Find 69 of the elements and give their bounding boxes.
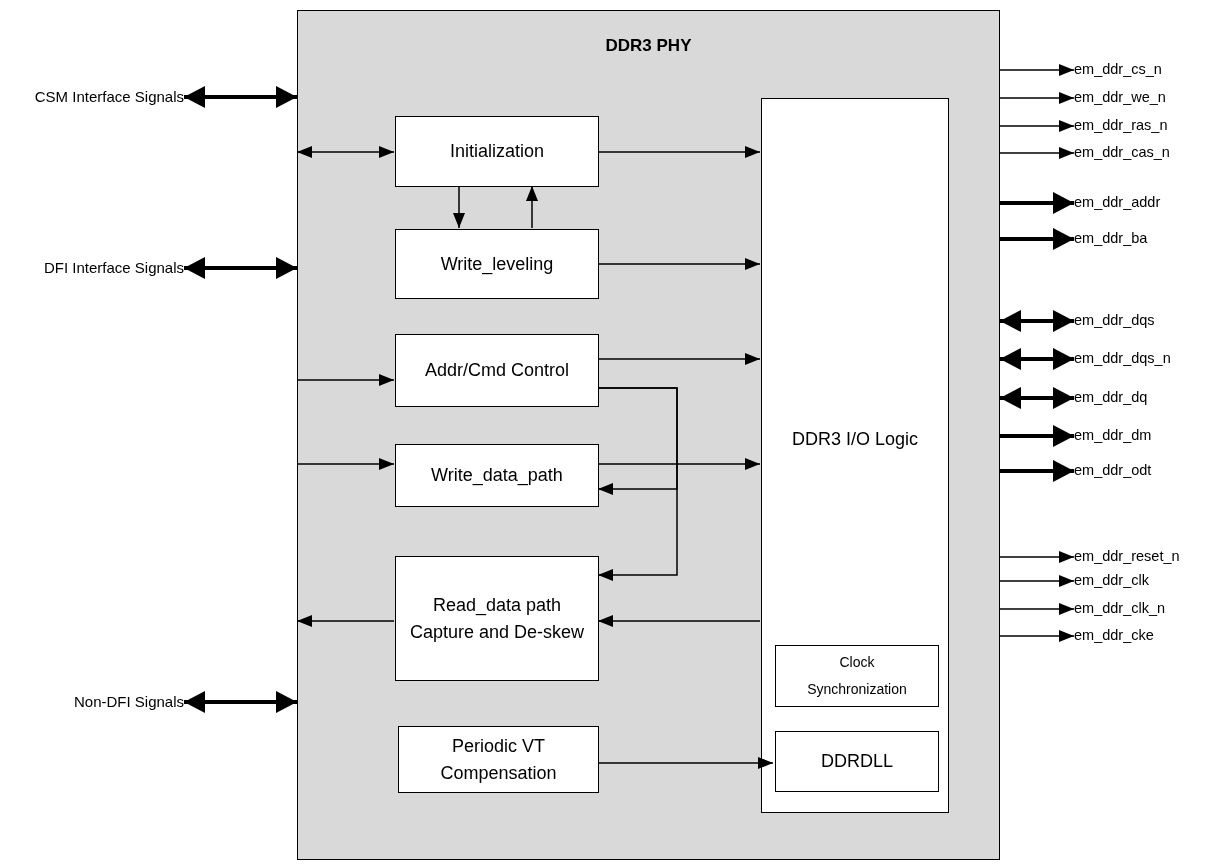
arrow [999,64,1075,76]
arrow [999,147,1075,159]
double-arrow [1000,348,1074,370]
arrow [597,615,761,627]
arrow [296,615,395,627]
sub-block [775,731,939,792]
signal-label: em_ddr_we_n [1074,87,1212,109]
arrow [999,603,1075,615]
process-box [398,726,599,793]
block-label: Clock Synchronization [806,653,908,699]
double-arrow [184,86,297,108]
signal-label: em_ddr_dqs_n [1074,348,1212,370]
block-label: DDRDLL [820,750,894,773]
block-label: Initialization [448,140,546,163]
arrow [296,458,395,470]
signal-label: em_ddr_dqs [1074,310,1212,332]
arrow [999,575,1075,587]
arrow [1000,228,1074,250]
signal-label: em_ddr_ras_n [1074,115,1212,137]
double-arrow [1000,310,1074,332]
double-arrow [184,257,297,279]
arrow [1000,192,1074,214]
block-label: Write_data_path [430,464,564,488]
block-label: Addr/Cmd Control [423,359,571,382]
signal-label: em_ddr_dq [1074,387,1212,409]
double-arrow [184,691,297,713]
block-label: DDR3 I/O Logic [790,428,919,451]
io-logic-block [761,98,949,813]
signal-label: em_ddr_cke [1074,625,1212,647]
signal-label: em_ddr_clk [1074,570,1212,592]
signal-label: CSM Interface Signals [4,86,184,108]
signal-label: em_ddr_dm [1074,425,1212,447]
phy-block [297,10,1000,860]
signal-label: em_ddr_ba [1074,228,1212,250]
arrow [999,92,1075,104]
process-box [395,444,599,507]
double-arrow [1000,387,1074,409]
double-arrow [296,146,395,158]
arrow [999,630,1075,642]
arrow [453,185,465,229]
process-box [395,116,599,187]
signal-label: em_ddr_clk_n [1074,598,1212,620]
arrow [1000,425,1074,447]
process-box [395,556,599,681]
signal-label: em_ddr_odt [1074,460,1212,482]
arrow [526,185,538,229]
process-box [395,334,599,407]
arrow [597,458,761,470]
arrow [597,258,761,270]
sub-block [775,645,939,707]
signal-label: em_ddr_reset_n [1074,546,1212,568]
signal-label: em_ddr_addr [1074,192,1212,214]
arrow [597,387,678,581]
block-label: Read_data path Capture and De-skew [408,593,586,644]
process-box [395,229,599,299]
block-title: DDR3 PHY [604,35,693,57]
arrow [597,757,774,769]
signal-label: Non-DFI Signals [4,691,184,713]
block-label: Periodic VT Compensation [439,734,558,785]
arrow [597,353,761,365]
arrow [999,120,1075,132]
signal-label: DFI Interface Signals [4,257,184,279]
arrow [999,551,1075,563]
block-label: Write_leveling [439,252,555,277]
arrow [1000,460,1074,482]
signal-label: em_ddr_cas_n [1074,142,1212,164]
signal-label: em_ddr_cs_n [1074,59,1212,81]
arrow [597,146,761,158]
arrow [296,374,395,386]
